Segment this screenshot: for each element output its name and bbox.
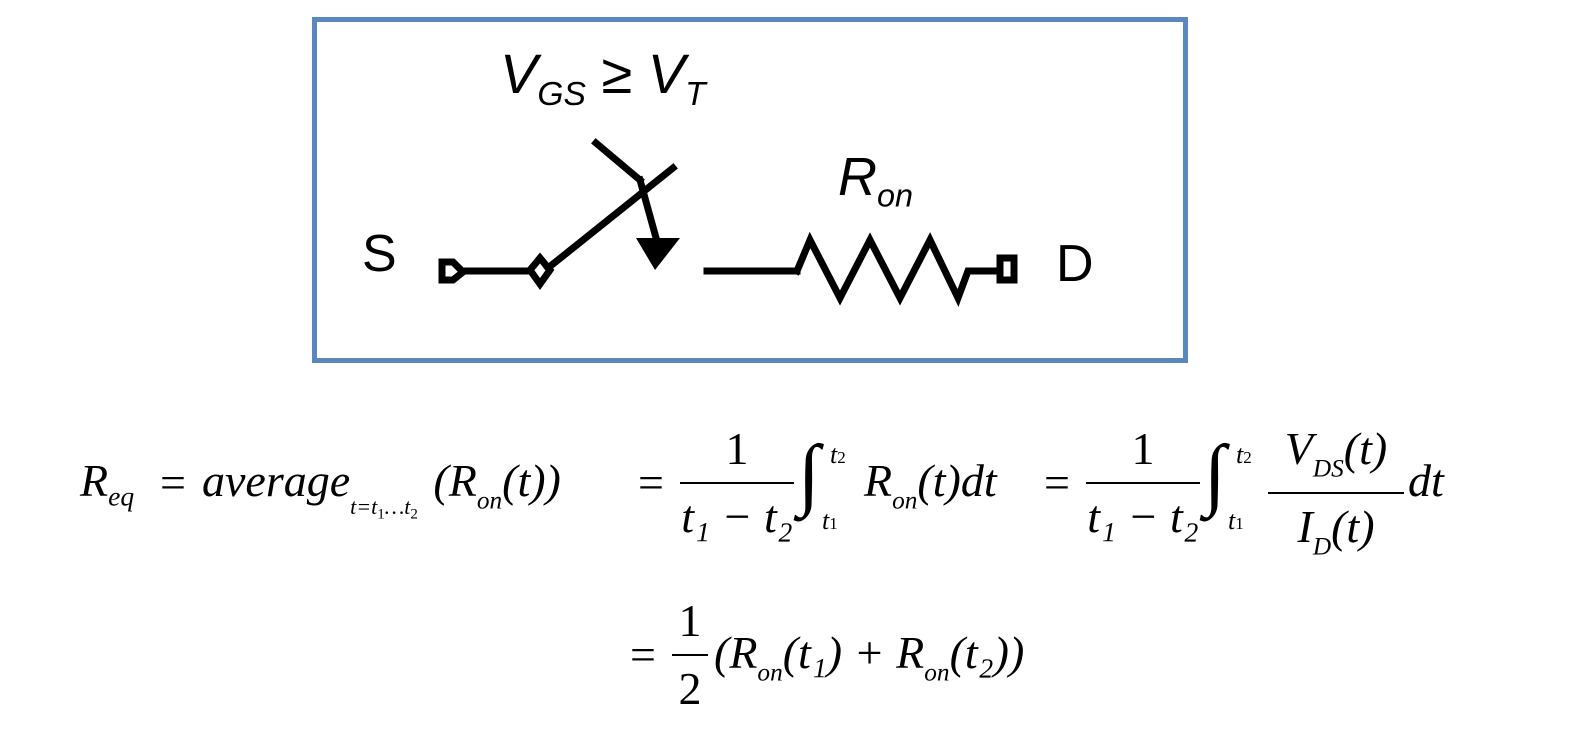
integrand-1: Ron(t)dt: [864, 458, 997, 514]
integral-2-lower-var: t: [1228, 506, 1236, 535]
half-fraction: 1 2: [672, 598, 708, 712]
fraction-1-denominator: t₁ − t₂: [681, 491, 793, 542]
integral-1-lower-sub: 1: [829, 514, 838, 533]
integral-2-lower-sub: 1: [1235, 514, 1244, 533]
average-term: averaget=t1…t2 (Ron(t)): [202, 458, 561, 522]
average-subscript-dots: …t: [384, 493, 411, 519]
integral-1-lower-var: t: [822, 506, 830, 535]
sum-r1-subscript: on: [757, 658, 783, 687]
resistor-zigzag: [792, 231, 1004, 307]
sum-plus: + R: [853, 627, 925, 678]
integral-1-lower: t1: [822, 506, 838, 536]
equals-3: =: [1044, 457, 1070, 508]
fraction-3-numerator: VDS(t): [1268, 426, 1404, 482]
id-subscript: D: [1312, 532, 1332, 561]
source-label: S: [362, 225, 397, 283]
integral-2-symbol: ∫: [1204, 430, 1226, 518]
fraction-2-numerator: 1: [1131, 423, 1155, 474]
integral-2-upper-var: t: [1236, 440, 1244, 469]
id-tail: (t): [1331, 500, 1375, 552]
req-subscript: eq: [108, 480, 135, 512]
integral-1-upper-sub: 2: [837, 448, 846, 467]
switch-model-frame: [312, 17, 1188, 363]
fraction-3: VDS(t) ID(t): [1268, 426, 1404, 560]
sum-r1-arg: (t₁): [782, 627, 843, 678]
equals-4: =: [630, 629, 656, 680]
vds-tail: (t): [1343, 423, 1388, 474]
dt-term: dt: [1408, 455, 1444, 506]
drain-label: D: [1056, 235, 1094, 293]
switch-arrow-head: [636, 238, 680, 270]
half-denominator: 2: [678, 663, 702, 714]
switch-handle: [591, 138, 645, 185]
req-term: Req: [80, 458, 134, 510]
equals-1: =: [160, 457, 186, 508]
average-subscript-1: 1: [377, 506, 385, 523]
average-arg-tail: (t)): [502, 455, 561, 506]
integral-1-upper-var: t: [830, 440, 838, 469]
ge-symbol: ≥: [601, 42, 633, 105]
vt-subscript: T: [685, 75, 706, 113]
ron-symbol: R: [838, 147, 877, 207]
fraction-3-bar: [1268, 491, 1404, 494]
fraction-1-numerator: 1: [725, 423, 749, 474]
average-arg-subscript: on: [476, 486, 503, 515]
integral-2-lower: t1: [1228, 506, 1244, 536]
integral-2-upper: t2: [1236, 440, 1252, 470]
fraction-3-denominator: ID(t): [1268, 500, 1404, 561]
fraction-2: 1 t₁ − t₂: [1086, 426, 1200, 540]
integrand-1-subscript: on: [892, 486, 918, 515]
sum-r2-arg: (t₂)): [949, 627, 1025, 678]
average-subscript: t=t1…t2: [350, 493, 418, 523]
average-subscript-start: t=t: [350, 493, 378, 519]
half-numerator: 1: [678, 595, 702, 646]
gate-condition-label: VGS ≥ VT: [500, 46, 706, 113]
switch-arrow-shaft: [635, 175, 663, 250]
integral-2-upper-sub: 2: [1243, 448, 1252, 467]
sum-open: (R: [714, 627, 758, 678]
integral-1-symbol: ∫: [798, 430, 820, 518]
id-symbol: I: [1297, 500, 1313, 552]
vgs-subscript: GS: [537, 75, 586, 113]
vt-symbol: V: [647, 42, 686, 105]
vds-symbol: V: [1284, 423, 1313, 474]
switch-blade: [543, 163, 678, 273]
integral-1-upper: t2: [830, 440, 846, 470]
ron-subscript: on: [877, 177, 914, 214]
source-terminal: [438, 258, 469, 284]
equals-2: =: [638, 457, 664, 508]
resistor-label: Ron: [838, 150, 913, 212]
average-subscript-2: 2: [410, 506, 418, 523]
average-word: average: [202, 455, 351, 506]
req-symbol: R: [80, 455, 109, 506]
fraction-2-bar: [1086, 482, 1200, 484]
sum-r2-subscript: on: [924, 658, 950, 687]
integrand-1-tail: (t)dt: [917, 455, 997, 506]
fraction-1: 1 t₁ − t₂: [680, 426, 794, 540]
sum-term: (Ron(t₁) + Ron(t₂)): [714, 630, 1024, 686]
drain-terminal: [996, 254, 1018, 284]
average-arg: (R: [433, 455, 477, 506]
fraction-2-denominator: t₁ − t₂: [1087, 491, 1199, 542]
vgs-symbol: V: [500, 42, 538, 105]
integrand-1-symbol: R: [864, 455, 893, 506]
vds-subscript: DS: [1312, 454, 1344, 483]
half-bar: [672, 654, 708, 656]
fraction-1-bar: [680, 482, 794, 484]
